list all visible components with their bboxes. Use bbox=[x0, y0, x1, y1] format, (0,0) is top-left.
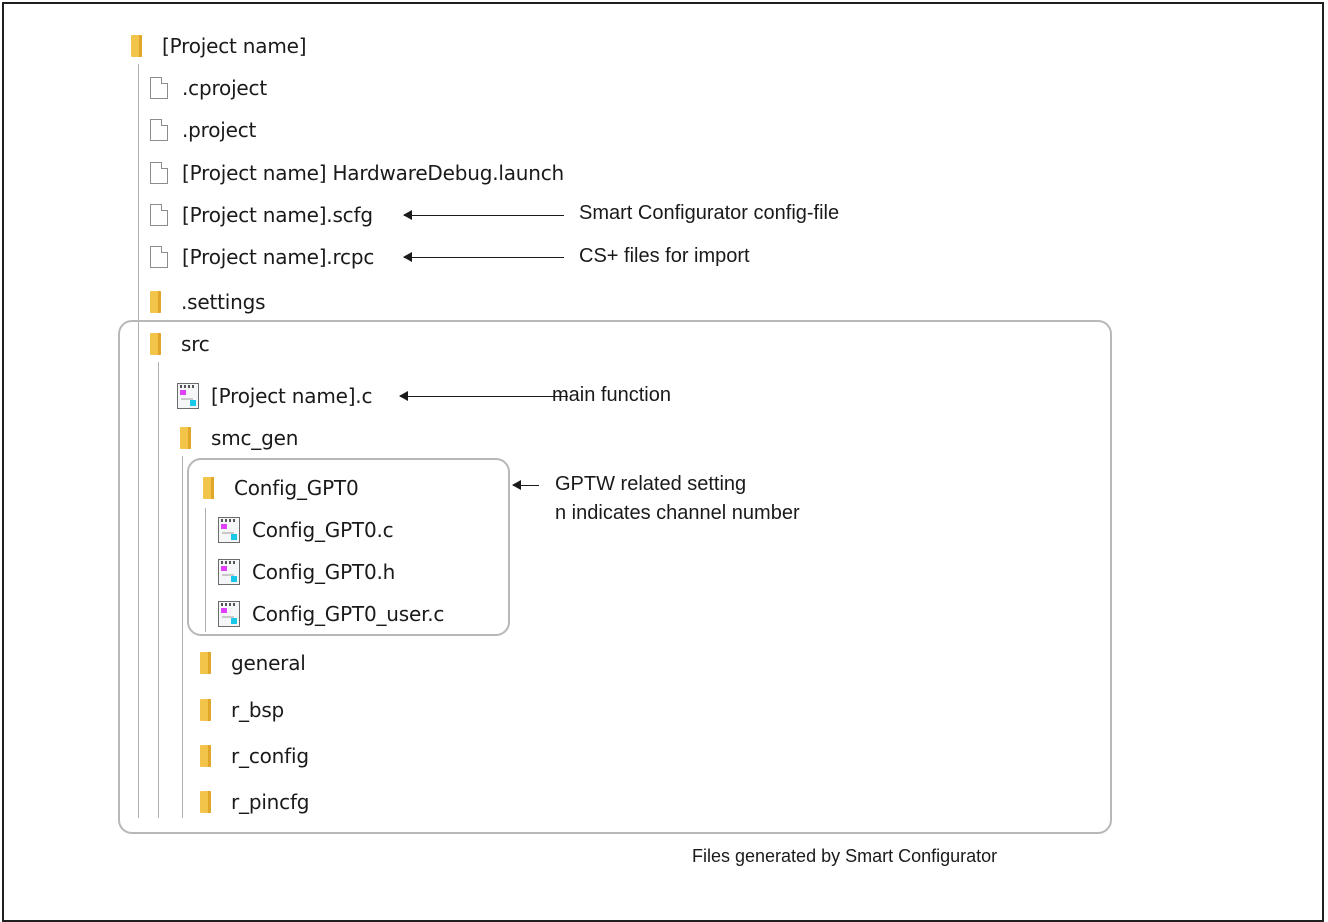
tree-item-config-gpt0-user-c[interactable]: Config_GPT0_user.c bbox=[218, 596, 444, 632]
tree-item-label: [Project name].c bbox=[211, 384, 373, 408]
c-source-file-icon bbox=[218, 517, 240, 543]
c-source-file-icon bbox=[177, 383, 199, 409]
tree-item-rcpc[interactable]: [Project name].rcpc bbox=[150, 239, 374, 275]
annotation-gptw-line1: GPTW related setting bbox=[555, 473, 747, 495]
arrow-gptw bbox=[512, 480, 539, 490]
c-source-file-icon bbox=[218, 559, 240, 585]
tree-item-project[interactable]: .project bbox=[150, 112, 256, 148]
tree-item-r-pincfg[interactable]: r_pincfg bbox=[200, 784, 309, 820]
annotation-gptw-line2: n indicates channel number bbox=[555, 502, 800, 524]
tree-item-label: .cproject bbox=[182, 76, 267, 100]
arrow-main bbox=[399, 391, 568, 401]
arrow-scfg bbox=[403, 210, 564, 220]
tree-item-label: r_config bbox=[231, 744, 309, 768]
tree-item-config-gpt0[interactable]: Config_GPT0 bbox=[203, 470, 359, 506]
src-highlight-box bbox=[118, 320, 1112, 834]
tree-item-label: src bbox=[181, 332, 210, 356]
tree-item-smc-gen[interactable]: smc_gen bbox=[180, 420, 298, 456]
file-icon bbox=[150, 119, 168, 141]
tree-item-label: .settings bbox=[181, 290, 266, 314]
tree-item-general[interactable]: general bbox=[200, 645, 306, 681]
folder-icon bbox=[150, 333, 161, 355]
file-icon bbox=[150, 77, 168, 99]
tree-item-label: r_pincfg bbox=[231, 790, 310, 814]
tree-item-launch[interactable]: [Project name] HardwareDebug.launch bbox=[150, 155, 564, 191]
folder-icon bbox=[150, 291, 161, 313]
tree-item-label: [Project name] bbox=[162, 34, 307, 58]
file-icon bbox=[150, 204, 168, 226]
tree-guide-line-config-gpt0 bbox=[205, 508, 206, 632]
folder-icon bbox=[180, 427, 191, 449]
tree-item-label: Config_GPT0_user.c bbox=[252, 602, 445, 626]
folder-icon bbox=[200, 791, 211, 813]
tree-item-label: smc_gen bbox=[211, 426, 299, 450]
c-source-file-icon bbox=[218, 601, 240, 627]
folder-icon bbox=[203, 477, 214, 499]
tree-item-config-gpt0-c[interactable]: Config_GPT0.c bbox=[218, 512, 394, 548]
config-gpt0-highlight-box bbox=[187, 458, 510, 636]
tree-item-src[interactable]: src bbox=[150, 326, 210, 362]
figure-caption: Files generated by Smart Configurator bbox=[692, 846, 998, 866]
tree-guide-line-smc-gen bbox=[182, 456, 183, 818]
tree-item-label: [Project name].rcpc bbox=[182, 245, 375, 269]
tree-item-main-c[interactable]: [Project name].c bbox=[177, 378, 372, 414]
tree-item-r-config[interactable]: r_config bbox=[200, 738, 309, 774]
tree-item-r-bsp[interactable]: r_bsp bbox=[200, 692, 284, 728]
tree-guide-line-root bbox=[138, 64, 139, 818]
tree-item-config-gpt0-h[interactable]: Config_GPT0.h bbox=[218, 554, 395, 590]
file-icon bbox=[150, 246, 168, 268]
folder-icon bbox=[131, 35, 142, 57]
tree-item-label: .project bbox=[182, 118, 257, 142]
tree-item-label: [Project name] HardwareDebug.launch bbox=[182, 161, 564, 185]
folder-icon bbox=[200, 652, 211, 674]
tree-item-scfg[interactable]: [Project name].scfg bbox=[150, 197, 373, 233]
arrow-rcpc bbox=[403, 252, 564, 262]
tree-guide-line-src bbox=[158, 362, 159, 818]
file-icon bbox=[150, 162, 168, 184]
annotation-scfg: Smart Configurator config-file bbox=[579, 202, 840, 224]
tree-item-root[interactable]: [Project name] bbox=[131, 28, 307, 64]
folder-icon bbox=[200, 699, 211, 721]
tree-item-label: Config_GPT0 bbox=[234, 476, 359, 500]
tree-item-cproject[interactable]: .cproject bbox=[150, 70, 267, 106]
tree-item-label: [Project name].scfg bbox=[182, 203, 373, 227]
annotation-main: main function bbox=[552, 384, 671, 406]
tree-item-label: Config_GPT0.h bbox=[252, 560, 396, 584]
tree-item-label: general bbox=[231, 651, 306, 675]
annotation-rcpc: CS+ files for import bbox=[579, 245, 750, 267]
folder-icon bbox=[200, 745, 211, 767]
tree-item-label: Config_GPT0.c bbox=[252, 518, 394, 542]
tree-item-label: r_bsp bbox=[231, 698, 285, 722]
tree-item-settings[interactable]: .settings bbox=[150, 284, 266, 320]
